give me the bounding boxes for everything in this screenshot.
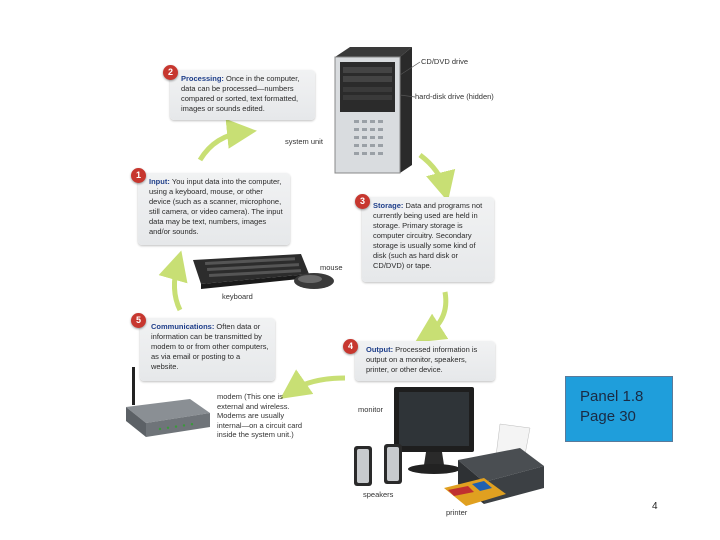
modem-label: modem (This one is external and wireless… xyxy=(217,392,303,439)
step-badge-1: 1 xyxy=(131,168,146,183)
printer-image xyxy=(444,423,544,506)
step-title: Communications: xyxy=(151,322,217,331)
panel-reference-box: Panel 1.8 Page 30 xyxy=(565,376,673,442)
page-reference: Page 30 xyxy=(580,408,636,425)
slide-number: 4 xyxy=(652,501,658,512)
system-unit-label: system unit xyxy=(285,137,323,146)
step-title: Output: xyxy=(366,345,396,354)
monitor-label: monitor xyxy=(358,405,384,414)
step-body: Data and programs not currently being us… xyxy=(373,201,483,270)
step-input-box: Input: You input data into the computer,… xyxy=(138,173,290,245)
step-badge-3: 3 xyxy=(355,194,370,209)
arrow-system-to-storage xyxy=(418,153,456,202)
step-storage-box: Storage: Data and programs not currently… xyxy=(362,197,494,282)
keyboard-label: keyboard xyxy=(222,292,253,301)
printer-label: printer xyxy=(446,508,468,517)
keyboard-image xyxy=(193,254,309,289)
hard-disk-label: hard-disk drive (hidden) xyxy=(415,92,494,101)
system-unit-image xyxy=(334,47,412,174)
mouse-image xyxy=(294,273,334,289)
speakers-image xyxy=(354,444,402,486)
mouse-label: mouse xyxy=(320,263,343,272)
arrow-input-to-processing xyxy=(197,118,257,162)
monitor-image xyxy=(394,387,474,474)
step-body: Processed information is output on a mon… xyxy=(366,345,478,374)
step-badge-4: 4 xyxy=(343,339,358,354)
step-title: Input: xyxy=(149,177,172,186)
step-badge-2: 2 xyxy=(163,65,178,80)
step-title: Processing: xyxy=(181,74,227,83)
step-communications-box: Communications: Often data or informatio… xyxy=(140,318,275,381)
modem-image xyxy=(126,367,210,437)
step-processing-box: Processing: Once in the computer, data c… xyxy=(170,70,315,120)
arrow-storage-to-output xyxy=(414,291,449,343)
step-output-box: Output: Processed information is output … xyxy=(355,341,495,381)
arrow-modem-to-keyboard xyxy=(158,250,188,312)
arrow-output-to-modem xyxy=(280,369,346,399)
cd-dvd-drive-label: CD/DVD drive xyxy=(421,57,469,66)
panel-label: Panel 1.8 xyxy=(580,388,644,405)
step-body: Often data or information can be transmi… xyxy=(151,322,269,371)
speakers-label: speakers xyxy=(363,490,394,499)
step-body: Once in the computer, data can be proces… xyxy=(181,74,300,113)
step-badge-5: 5 xyxy=(131,313,146,328)
step-body: You input data into the computer, using … xyxy=(149,177,283,236)
step-title: Storage: xyxy=(373,201,406,210)
